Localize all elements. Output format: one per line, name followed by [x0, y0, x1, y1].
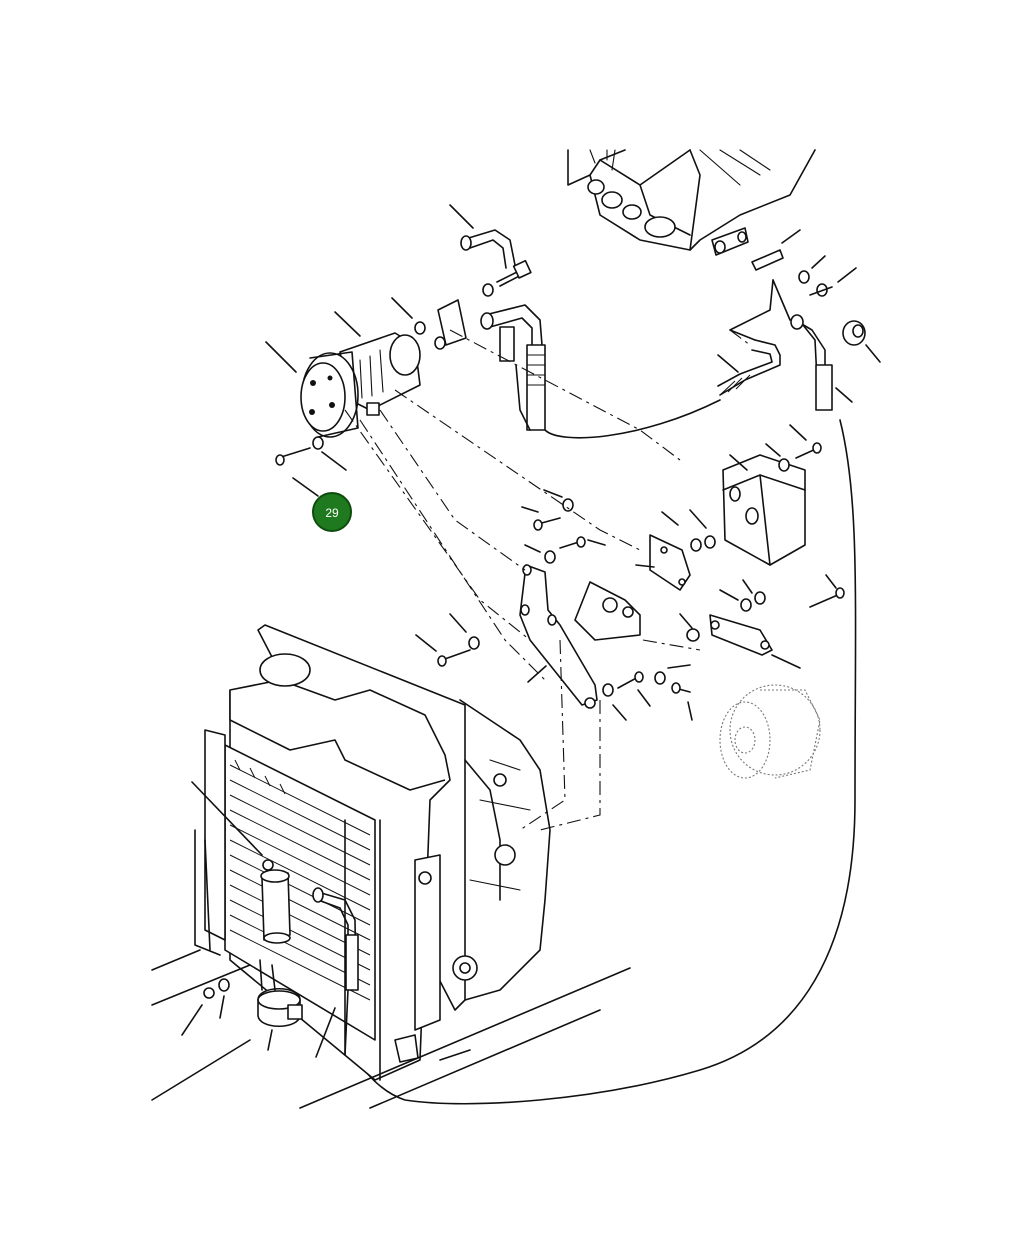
- assembly-lines: [344, 329, 751, 831]
- manifold-fitting: [751, 249, 866, 346]
- fasteners: [275, 436, 845, 697]
- callout-29-marker[interactable]: [312, 492, 352, 532]
- liquid-line: [312, 887, 359, 1056]
- frame-rails: [151, 949, 631, 1109]
- engine-block: [452, 699, 551, 1001]
- radiator-fasteners: [203, 978, 230, 999]
- receiver-drier: [257, 859, 303, 1027]
- callout-29[interactable]: 29: [312, 492, 352, 532]
- radiator-fins: [229, 759, 371, 1001]
- compressor-mount-bracket: [519, 454, 806, 709]
- leader-lines: [181, 204, 881, 1058]
- hose-bracket: [414, 259, 532, 350]
- alternator: [719, 684, 821, 779]
- radiator-assembly: [194, 624, 466, 1081]
- ac-compressor: [300, 332, 421, 438]
- callout-29-label[interactable]: 29: [325, 506, 339, 520]
- engine-manifold: [567, 149, 816, 256]
- suction-hose: [460, 229, 721, 439]
- discharge-hose: [344, 279, 857, 1105]
